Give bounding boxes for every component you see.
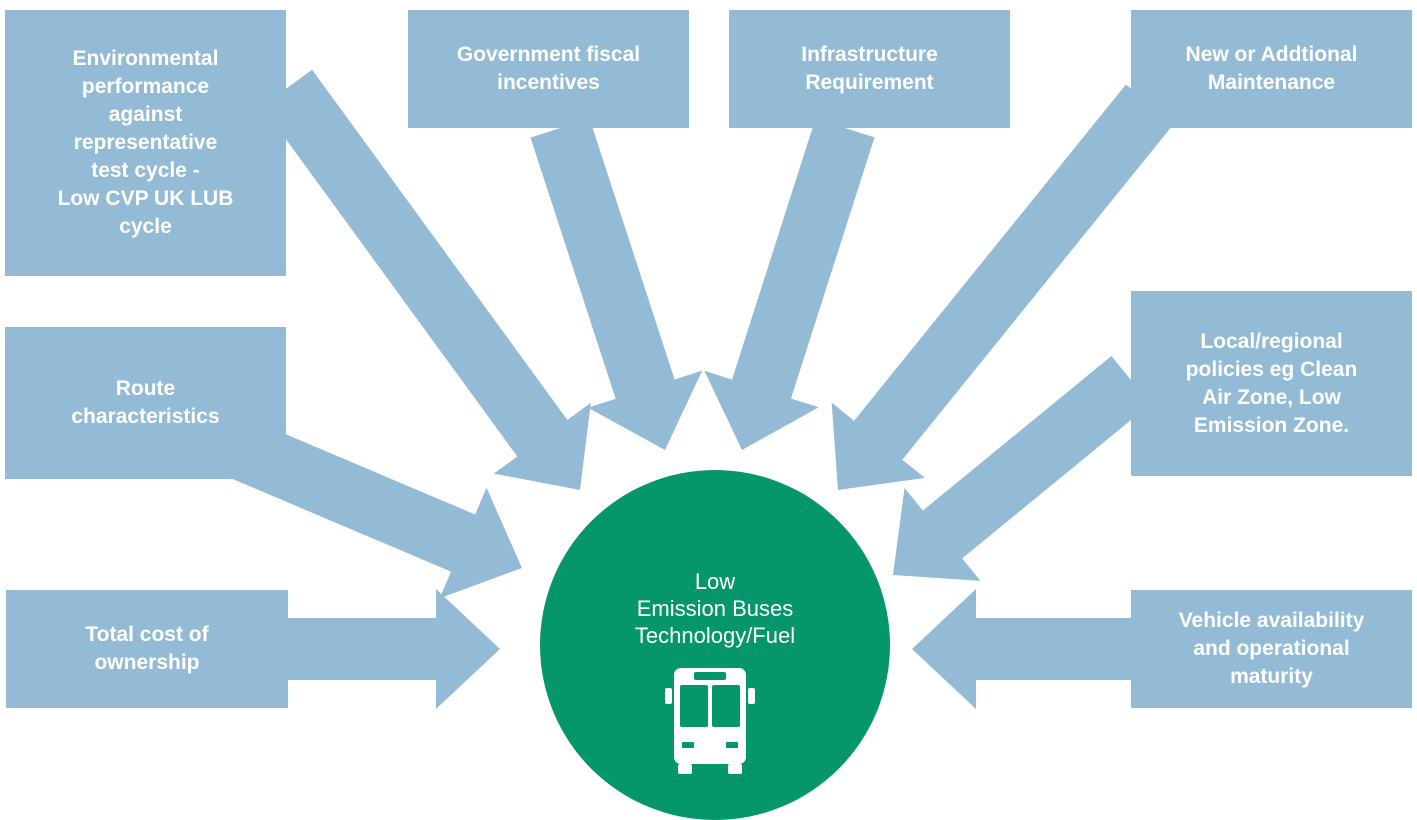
factor-box-environmental-performance: Environmental performance against repres…: [5, 10, 286, 276]
arrow-environmental-performance: [261, 69, 591, 490]
factor-label: Infrastructure Requirement: [801, 43, 938, 94]
arrow-total-cost-of-ownership: [288, 589, 500, 709]
factor-label: New or Addtional Maintenance: [1185, 43, 1358, 94]
factor-label: Vehicle availability and operational mat…: [1178, 609, 1365, 688]
factor-box-vehicle-availability: Vehicle availability and operational mat…: [1131, 590, 1412, 708]
arrow-government-fiscal-incentives: [530, 118, 703, 451]
factor-label: Government fiscal incentives: [456, 43, 641, 94]
factor-box-route-characteristics: Route characteristics: [5, 327, 286, 479]
arrow-infrastructure-requirement: [704, 118, 875, 450]
arrow-new-or-additional-maintenance: [831, 84, 1175, 490]
factor-label: Local/regional policies eg Clean Air Zon…: [1185, 329, 1358, 437]
factor-box-government-fiscal-incentives: Government fiscal incentives: [408, 10, 689, 128]
arrow-local-regional-policies: [893, 356, 1151, 581]
factor-box-local-regional-policies: Local/regional policies eg Clean Air Zon…: [1131, 291, 1412, 476]
arrow-vehicle-availability: [912, 589, 1131, 709]
factor-label: Total cost of ownership: [85, 623, 209, 674]
arrow-route-characteristics: [207, 411, 522, 599]
factor-label: Route characteristics: [71, 377, 220, 428]
bus-icon: [665, 668, 755, 774]
factor-label: Environmental performance against repres…: [57, 47, 234, 238]
factor-box-new-or-additional-maintenance: New or Addtional Maintenance: [1131, 10, 1412, 128]
factor-box-total-cost-of-ownership: Total cost of ownership: [6, 590, 288, 708]
hub-title: Low Emission Buses Technology/Fuel: [634, 569, 796, 648]
factor-box-infrastructure-requirement: Infrastructure Requirement: [729, 10, 1010, 128]
